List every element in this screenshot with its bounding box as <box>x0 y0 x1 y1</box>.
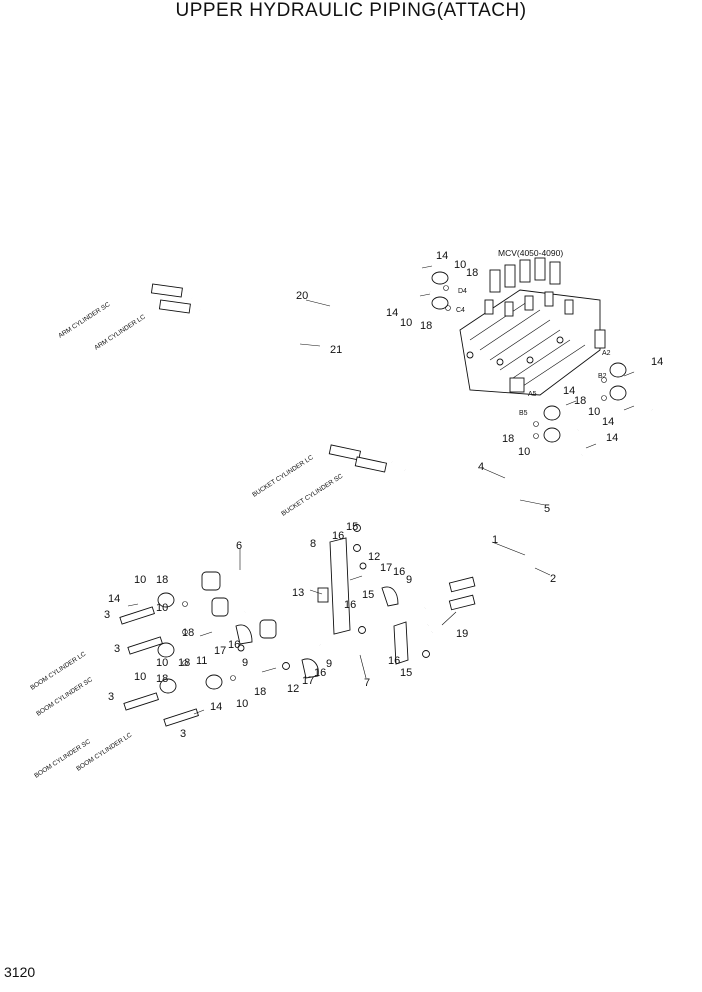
svg-text:18: 18 <box>156 574 168 586</box>
pipe-21 <box>199 287 431 353</box>
port-a5: A5 <box>528 391 537 398</box>
port-d4: D4 <box>458 288 467 295</box>
svg-text:16: 16 <box>228 639 240 651</box>
page-title: UPPER HYDRAULIC PIPING(ATTACH) <box>175 0 527 21</box>
svg-text:6: 6 <box>236 540 242 552</box>
svg-text:12: 12 <box>287 683 299 695</box>
port-b5: B5 <box>519 410 528 417</box>
label-bucket-cylinder-sc: BUCKET CYLINDER SC <box>280 473 344 518</box>
svg-text:3: 3 <box>108 691 114 703</box>
pipe-5 <box>404 452 583 518</box>
svg-text:3: 3 <box>114 643 120 655</box>
svg-text:7: 7 <box>364 677 370 689</box>
svg-text:16: 16 <box>393 566 405 578</box>
svg-text:5: 5 <box>544 503 550 515</box>
svg-text:14: 14 <box>651 356 663 368</box>
svg-text:3: 3 <box>104 609 110 621</box>
mcv-label: MCV(4050-4090) <box>498 248 563 258</box>
svg-text:9: 9 <box>406 574 412 586</box>
svg-text:3: 3 <box>180 728 186 740</box>
port-b2: B2 <box>598 373 607 380</box>
svg-text:11: 11 <box>196 655 207 667</box>
pipe-2 <box>474 409 658 606</box>
svg-text:16: 16 <box>332 530 344 542</box>
pipe-1 <box>471 371 637 587</box>
hose-ends <box>119 283 476 727</box>
svg-text:18: 18 <box>574 395 586 407</box>
port-labels: D4 C4 A2 B2 A5 B5 <box>456 288 611 417</box>
svg-text:20: 20 <box>296 290 308 302</box>
label-boom-cylinder-sc-2: BOOM CYLINDER SC <box>33 738 92 780</box>
callout-numbers: 14 10 18 20 14 10 18 21 14 14 18 10 14 1… <box>104 250 663 740</box>
label-arm-cylinder-lc: ARM CYLINDER LC <box>93 313 147 351</box>
svg-text:14: 14 <box>386 307 398 319</box>
bolts <box>127 265 635 715</box>
svg-text:18: 18 <box>156 673 168 685</box>
svg-text:14: 14 <box>436 250 448 262</box>
cylinder-labels: ARM CYLINDER SC ARM CYLINDER LC BUCKET C… <box>29 301 344 780</box>
svg-text:18: 18 <box>466 267 478 279</box>
svg-text:21: 21 <box>330 344 342 356</box>
svg-text:2: 2 <box>550 573 556 585</box>
brackets <box>235 524 430 679</box>
main-control-valve <box>459 257 606 396</box>
svg-text:1: 1 <box>492 534 498 546</box>
svg-text:16: 16 <box>314 667 326 679</box>
svg-text:4: 4 <box>478 461 484 473</box>
svg-text:17: 17 <box>214 645 226 657</box>
svg-text:15: 15 <box>400 667 412 679</box>
svg-text:17: 17 <box>302 675 314 687</box>
svg-text:18: 18 <box>502 433 514 445</box>
label-boom-cylinder-lc-2: BOOM CYLINDER LC <box>75 731 133 772</box>
svg-text:10: 10 <box>134 574 146 586</box>
svg-text:18: 18 <box>420 320 432 332</box>
port-a2: A2 <box>602 350 611 357</box>
port-c4: C4 <box>456 307 465 314</box>
svg-text:9: 9 <box>326 658 332 670</box>
svg-text:10: 10 <box>518 446 530 458</box>
svg-text:9: 9 <box>242 657 248 669</box>
svg-text:14: 14 <box>210 701 222 713</box>
svg-text:12: 12 <box>368 551 380 563</box>
svg-text:14: 14 <box>606 432 618 444</box>
svg-text:10: 10 <box>400 317 412 329</box>
svg-text:18: 18 <box>178 657 190 669</box>
svg-text:18: 18 <box>254 686 266 698</box>
flanges <box>157 271 627 694</box>
svg-text:15: 15 <box>346 521 358 533</box>
svg-text:10: 10 <box>454 259 466 271</box>
leader-lines <box>239 299 551 679</box>
svg-text:14: 14 <box>602 416 614 428</box>
svg-text:10: 10 <box>156 657 168 669</box>
svg-text:14: 14 <box>108 593 120 605</box>
label-bucket-cylinder-lc: BUCKET CYLINDER LC <box>251 454 315 499</box>
svg-text:19: 19 <box>456 628 468 640</box>
svg-text:10: 10 <box>156 602 168 614</box>
svg-text:15: 15 <box>362 589 374 601</box>
svg-text:17: 17 <box>380 562 392 574</box>
svg-text:10: 10 <box>236 698 248 710</box>
svg-text:18: 18 <box>182 627 194 639</box>
svg-text:13: 13 <box>292 587 304 599</box>
label-arm-cylinder-sc: ARM CYLINDER SC <box>57 301 111 340</box>
svg-text:10: 10 <box>134 671 146 683</box>
svg-text:16: 16 <box>388 655 400 667</box>
svg-text:8: 8 <box>310 538 316 550</box>
svg-text:16: 16 <box>344 599 356 611</box>
o-rings <box>182 285 607 681</box>
page-number: 3120 <box>4 964 36 980</box>
svg-text:10: 10 <box>588 406 600 418</box>
pipe-20 <box>191 263 429 339</box>
svg-text:14: 14 <box>563 385 575 397</box>
